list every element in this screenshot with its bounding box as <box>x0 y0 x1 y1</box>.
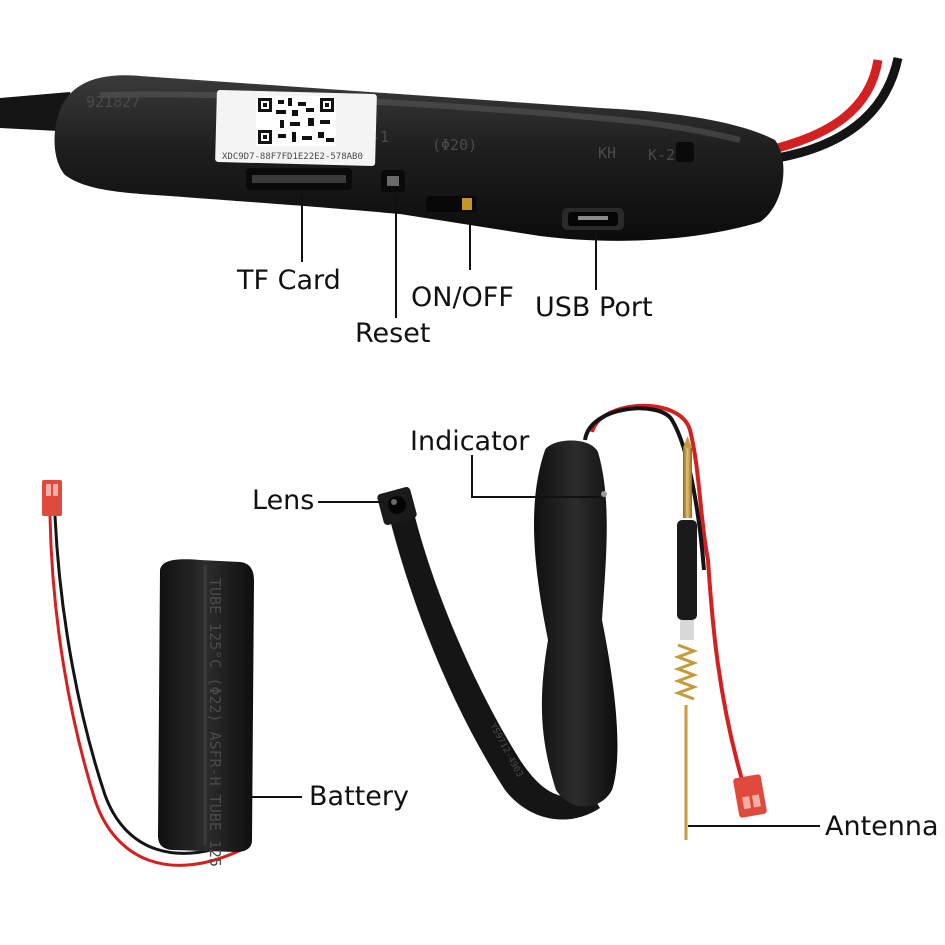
battery-connector <box>42 480 62 516</box>
module-connector <box>733 774 767 818</box>
board-sheen <box>99 91 741 143</box>
lens-label: Lens <box>252 485 315 516</box>
callout-lines-bottom <box>252 455 820 827</box>
on-off-switch <box>426 196 476 212</box>
wire-black-top <box>764 57 903 165</box>
usb-port <box>562 208 624 230</box>
flat-ribbon-cable <box>388 505 600 820</box>
antenna-coil <box>673 643 699 701</box>
module-wire-red <box>590 403 747 791</box>
antenna <box>673 436 699 840</box>
wifi-module-assembly <box>533 403 767 840</box>
on-off-label: ON/OFF <box>411 282 514 313</box>
qr-caption-print: XDC9D7-88F7FD1E22E2-578AB0 <box>222 152 363 162</box>
battery-print: TUBE 125°C (Φ22) ASFR-H TUBE 125 <box>206 578 224 867</box>
camera-lens-assembly: YS9712-4903 <box>377 487 600 820</box>
indicator-module-body <box>533 440 618 807</box>
indicator-callout <box>471 455 600 498</box>
board-bump <box>676 142 694 162</box>
callout-lines-top <box>301 192 597 318</box>
reset-label: Reset <box>355 318 431 349</box>
board-serial-print: 921827 <box>86 93 140 111</box>
board-kh-print: KH <box>598 144 616 162</box>
battery-wire-black <box>53 515 246 855</box>
qr-sticker: XDC9D7-88F7FD1E22E2-578AB0 <box>215 89 377 167</box>
indicator-led <box>601 491 607 497</box>
reset-button-hole <box>381 170 405 192</box>
antenna-label: Antenna <box>825 811 939 842</box>
battery-assembly: TUBE 125°C (Φ22) ASFR-H TUBE 125 <box>42 480 254 867</box>
battery-label: Battery <box>309 781 409 812</box>
lens-glass <box>388 496 406 514</box>
qr-code <box>256 96 336 146</box>
board-diameter-print: (Φ20) <box>432 136 477 154</box>
tf-card-label: TF Card <box>237 265 341 296</box>
wire-red-top <box>768 59 883 155</box>
tf-card-slot <box>246 168 352 190</box>
main-board: 921827 W-1 (Φ20) KH K-202 XDC9D7-88F7FD1… <box>0 57 903 241</box>
module-wire-black <box>583 406 706 571</box>
indicator-label: Indicator <box>410 426 530 457</box>
lens-module <box>377 487 417 525</box>
usb-port-label: USB Port <box>535 292 653 323</box>
battery-wire-red <box>48 515 246 867</box>
